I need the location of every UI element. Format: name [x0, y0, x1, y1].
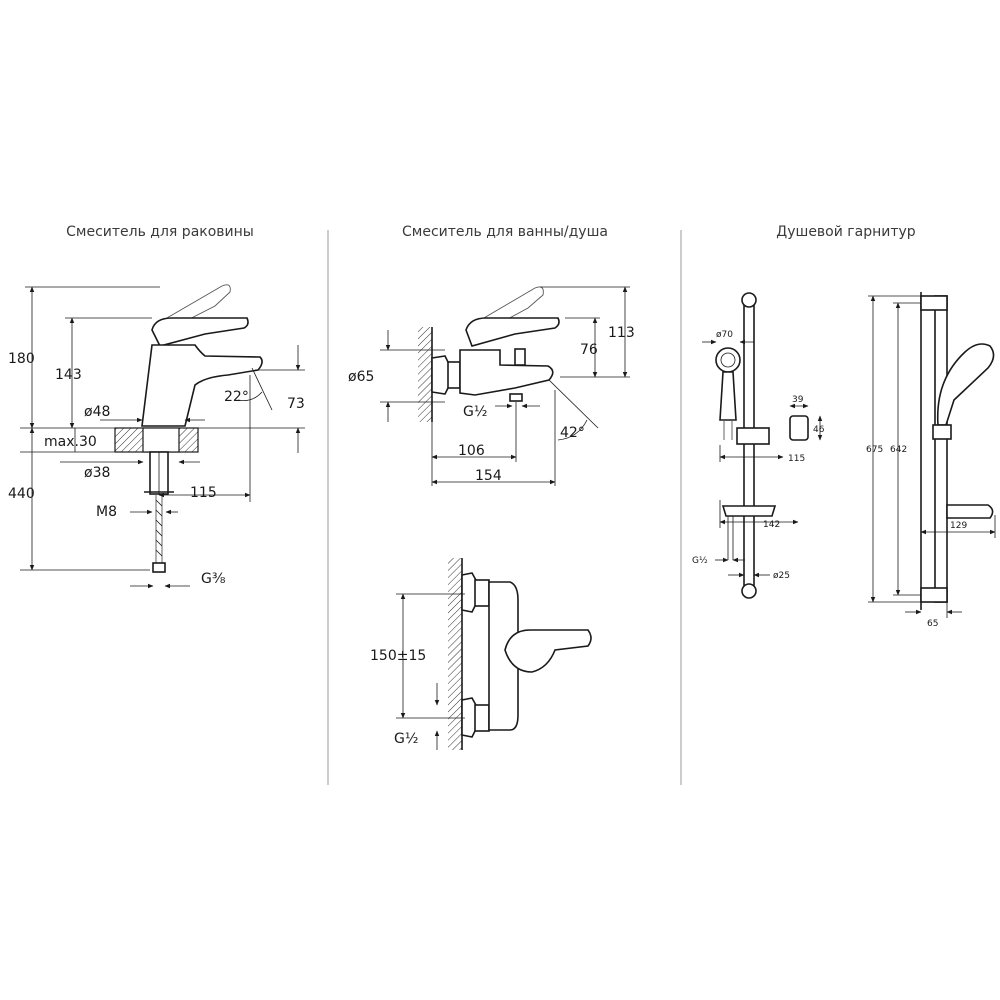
- shower-dim-holder-width: 39: [792, 395, 804, 405]
- bath-dim-height-upper: 113: [608, 325, 635, 341]
- bath-front-handle: [504, 629, 592, 673]
- shower-dim-wall-offset: 65: [927, 619, 938, 629]
- basin-dim-spout-height: 143: [55, 367, 82, 383]
- shower-dim-connection: G½: [692, 556, 708, 566]
- bath-mixer-drawing: 113 76 ø65 G½ 42° 106 154: [348, 286, 635, 486]
- shower-dim-holder-height: 46: [813, 425, 825, 435]
- basin-dim-hole-diameter: ø38: [84, 465, 110, 481]
- shower-side-slider: [932, 424, 952, 440]
- bath-mixer-title: Смеситель для ванны/душа: [402, 224, 608, 240]
- shower-side-rail: [934, 295, 948, 603]
- basin-dim-reach: 115: [190, 485, 217, 501]
- basin-handle: [151, 317, 249, 347]
- shower-side-top-bracket: [920, 295, 948, 311]
- shower-hand-shower-head: [715, 347, 741, 373]
- basin-mixer-drawing: 180 143 73 22° ø48 max.30 ø38 440 115: [8, 284, 305, 589]
- bath-front-body: [488, 581, 519, 731]
- shower-dim-total-length: 675: [866, 445, 883, 455]
- basin-dim-connection: G⅜: [201, 571, 226, 587]
- bath-dim-total-depth: 154: [475, 468, 502, 484]
- bath-dim-center-distance: 150±15: [370, 648, 426, 664]
- bath-dim-flange-diameter: ø65: [348, 369, 374, 385]
- shower-soap-dish: [721, 505, 777, 517]
- bath-shower-outlet: [509, 393, 523, 402]
- bath-upper-flange: [474, 579, 490, 607]
- bath-dim-connection: G½: [463, 404, 487, 420]
- shower-side-soap-dish: [946, 504, 994, 519]
- shower-set-side-view: 675 642 129 65: [866, 292, 996, 629]
- basin-handle-raised-outline: [159, 284, 231, 331]
- basin-dim-hose-length: 440: [8, 486, 35, 502]
- shower-holder-detail: [789, 415, 809, 441]
- bath-dim-center-depth: 106: [458, 443, 485, 459]
- basin-dim-max-thickness: max.30: [44, 434, 97, 450]
- basin-dim-spout-clearance: 73: [287, 396, 305, 412]
- shower-dim-head-diameter: ø70: [716, 330, 733, 340]
- bath-mixer-body: [459, 349, 554, 396]
- bath-wall-flange: [447, 361, 461, 389]
- basin-mixer-body: [141, 344, 263, 427]
- basin-mixer-title: Смеситель для раковины: [66, 224, 254, 240]
- shower-side-bottom-bracket: [920, 587, 948, 603]
- bath-dim-spout-angle: 42°: [560, 425, 585, 441]
- bath-wall-section: [418, 327, 432, 422]
- shower-rail-top-bracket: [741, 292, 757, 308]
- bath-handle: [465, 317, 560, 347]
- shower-hand-shower-handle: [719, 371, 737, 421]
- shower-slider: [736, 427, 770, 445]
- basin-dim-thread: M8: [96, 504, 117, 520]
- basin-dim-angle: 22°: [224, 389, 249, 405]
- bath-lower-flange: [474, 704, 490, 732]
- shower-dim-slider-reach: 115: [788, 454, 805, 464]
- shower-set-title: Душевой гарнитур: [776, 224, 916, 240]
- shower-slide-rail: [743, 299, 755, 591]
- shower-dim-rail-diameter: ø25: [773, 571, 790, 581]
- bath-dim-connection-lower: G½: [394, 731, 418, 747]
- basin-flexible-hose: [155, 499, 163, 557]
- basin-dim-total-height: 180: [8, 351, 35, 367]
- basin-dim-body-diameter: ø48: [84, 404, 110, 420]
- basin-hose-nut: [152, 562, 166, 573]
- shower-side-hand-shower: [936, 343, 995, 426]
- shower-dim-soap-reach-side: 129: [950, 521, 967, 531]
- shower-dim-fixing-distance: 642: [890, 445, 907, 455]
- bath-diverter-knob: [514, 348, 526, 366]
- shower-dim-soap-reach: 142: [763, 520, 780, 530]
- shower-rail-bottom-bracket: [741, 583, 757, 599]
- bath-mixer-front-view: 150±15 G½: [370, 558, 592, 750]
- basin-mounting-hole: [142, 427, 180, 453]
- shower-set-front-view: ø70 39 46 115 142 G½ ø25: [692, 292, 825, 599]
- bath-front-wall-section: [448, 558, 462, 750]
- bath-dim-height-lower: 76: [580, 342, 598, 358]
